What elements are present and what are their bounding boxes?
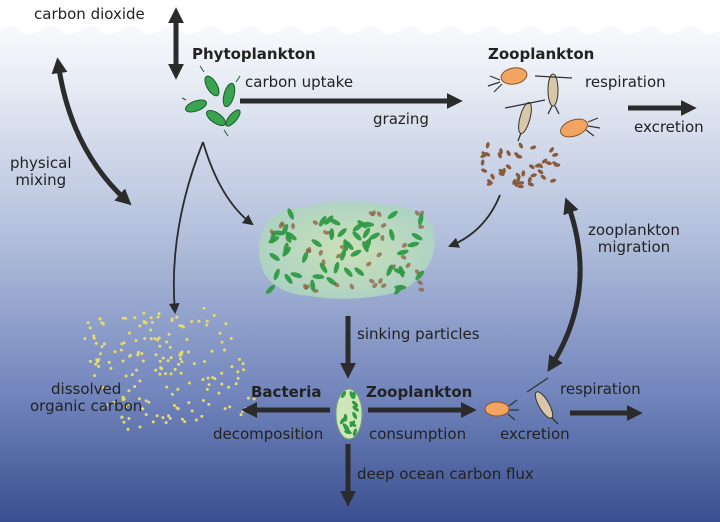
label-dissolved-organic-carbon: dissolved organic carbon (30, 380, 143, 416)
label-physical-mixing: physical mixing (10, 154, 72, 190)
arrow-physical-mixing (51, 57, 132, 206)
label-excretion-bottom: excretion (500, 425, 570, 443)
label-phytoplankton: Phytoplankton (192, 45, 316, 63)
label-zooplankton-migration: zooplankton migration (588, 221, 680, 257)
label-zooplankton-migration-line1: zooplankton (588, 221, 680, 239)
label-organic-carbon-line: organic carbon (30, 397, 143, 416)
arrow-zooplankton-migration (547, 197, 583, 373)
aggregate-cells (266, 208, 425, 295)
label-physical-line: physical (10, 154, 72, 172)
label-bacteria: Bacteria (251, 383, 322, 401)
label-consumption: consumption (369, 425, 467, 443)
label-zooplankton-top: Zooplankton (488, 45, 595, 63)
label-respiration-top: respiration (585, 73, 666, 91)
zooplankton-bottom-icon (484, 377, 559, 425)
arrow-phyto-to-doc (168, 141, 204, 315)
label-dissolved-line: dissolved (51, 380, 122, 398)
label-zooplankton-migration-line2: migration (597, 238, 671, 257)
fecal-pellets (480, 142, 561, 189)
label-sinking-particles: sinking particles (357, 325, 480, 343)
zooplankton-top-icon (487, 67, 601, 142)
dissolved-organic-carbon-dots (83, 306, 257, 431)
label-decomposition: decomposition (213, 425, 324, 443)
arrows (51, 7, 697, 507)
label-carbon-dioxide: carbon dioxide (34, 5, 145, 23)
label-zooplankton-bottom: Zooplankton (366, 383, 473, 401)
label-carbon-uptake: carbon uptake (245, 73, 354, 91)
bacteria-particle-icon (335, 388, 363, 440)
arrow-zoo-to-aggregate (447, 194, 501, 248)
label-mixing-line: mixing (15, 171, 67, 190)
arrow-phyto-to-aggregate (202, 141, 254, 226)
label-excretion-top: excretion (634, 118, 704, 136)
label-deep-ocean-carbon-flux: deep ocean carbon flux (357, 465, 534, 483)
phytoplankton-cells-icon (181, 65, 241, 137)
label-respiration-bottom: respiration (560, 380, 641, 398)
label-grazing: grazing (373, 110, 429, 128)
